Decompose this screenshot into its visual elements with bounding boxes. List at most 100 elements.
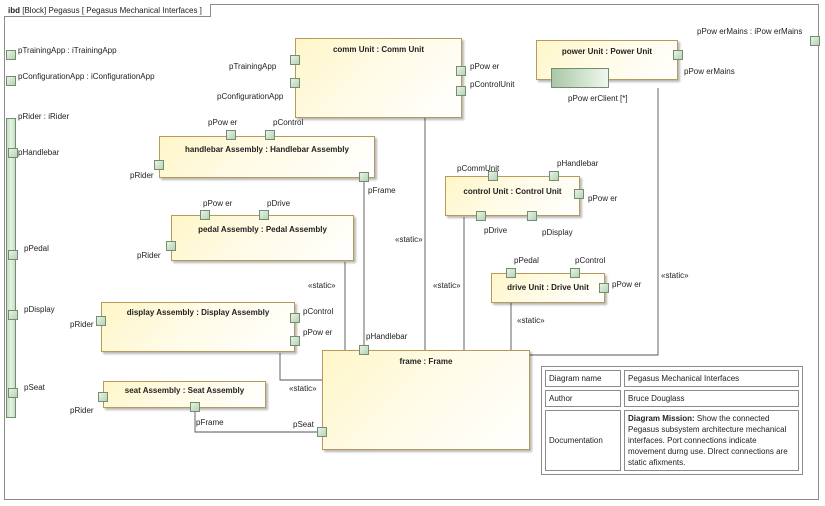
port-pedal-label: pPedal — [24, 244, 49, 253]
port-rider-label: pRider : iRider — [18, 112, 70, 121]
connector-power-frame — [530, 88, 659, 356]
display-port-power[interactable] — [290, 336, 300, 346]
handlebar-port-power-label: pPow er — [208, 118, 238, 127]
block-seat-assembly-title: seat Assembly : Seat Assembly — [124, 386, 245, 395]
comm-port-power-label: pPow er — [470, 62, 500, 71]
block-drive-unit[interactable]: drive Unit : Drive Unit — [491, 273, 605, 303]
handlebar-port-frame-label: pFrame — [368, 186, 396, 195]
documentation-text: Show the connected Pegasus subsystem arc… — [628, 414, 788, 467]
display-port-control[interactable] — [290, 313, 300, 323]
drive-port-pedal[interactable] — [506, 268, 516, 278]
handlebar-port-frame[interactable] — [359, 172, 369, 182]
display-port-rider-label: pRider — [70, 320, 94, 329]
static-label-control: «static» — [433, 281, 461, 290]
port-display-label: pDisplay — [24, 305, 55, 314]
power-port-client[interactable] — [551, 68, 609, 88]
display-port-power-label: pPow er — [303, 328, 333, 337]
static-label-comm: «static» — [395, 235, 423, 244]
diagram-frame-header: ibd [Block] Pegasus [ Pegasus Mechanical… — [4, 4, 211, 17]
info-row-documentation: Documentation Diagram Mission: Show the … — [545, 410, 799, 471]
control-port-drive[interactable] — [476, 211, 486, 221]
comm-port-training-app-label: pTrainingApp — [229, 62, 277, 71]
control-port-power-label: pPow er — [588, 194, 618, 203]
info-key-name: Diagram name — [545, 370, 621, 387]
block-control-unit[interactable]: control Unit : Control Unit — [445, 176, 580, 216]
handlebar-port-rider[interactable] — [154, 160, 164, 170]
pedal-port-power[interactable] — [200, 210, 210, 220]
info-value-documentation: Diagram Mission: Show the connected Pega… — [624, 410, 799, 471]
port-seat[interactable] — [8, 388, 18, 398]
block-comm-unit[interactable]: comm Unit : Comm Unit — [295, 38, 462, 118]
info-row-author: Author Bruce Douglass — [545, 390, 799, 407]
control-port-handlebar-label: pHandlebar — [557, 159, 599, 168]
port-power-mains[interactable] — [810, 36, 820, 46]
static-label-drive: «static» — [517, 316, 545, 325]
port-configuration-app[interactable] — [6, 76, 16, 86]
info-value-author: Bruce Douglass — [624, 390, 799, 407]
drive-port-pedal-label: pPedal — [514, 256, 539, 265]
handlebar-port-control[interactable] — [265, 130, 275, 140]
frame-port-seat[interactable] — [317, 427, 327, 437]
comm-port-control-unit[interactable] — [456, 86, 466, 96]
power-port-mains[interactable] — [673, 50, 683, 60]
control-port-drive-label: pDrive — [484, 226, 508, 235]
pedal-port-drive-label: pDrive — [267, 199, 291, 208]
comm-port-training-app[interactable] — [290, 55, 300, 65]
block-pedal-assembly[interactable]: pedal Assembly : Pedal Assembly — [171, 215, 354, 261]
block-display-assembly-title: display Assembly : Display Assembly — [126, 308, 270, 317]
port-training-app[interactable] — [6, 50, 16, 60]
diagram-frame — [4, 4, 819, 500]
port-configuration-app-label: pConfigurationApp : iConfigurationApp — [18, 72, 155, 81]
port-pedal[interactable] — [8, 250, 18, 260]
comm-port-configuration-app-label: pConfigurationApp — [217, 92, 284, 101]
info-key-author: Author — [545, 390, 621, 407]
diagram-kind: ibd — [8, 6, 20, 15]
static-label-display: «static» — [289, 384, 317, 393]
block-frame-title: frame : Frame — [399, 357, 453, 366]
display-port-control-label: pControl — [303, 307, 334, 316]
static-label-pedal: «static» — [308, 281, 336, 290]
drive-port-control-label: pControl — [575, 256, 606, 265]
port-handlebar-label: pHandlebar — [18, 148, 60, 157]
drive-port-control[interactable] — [570, 268, 580, 278]
comm-port-control-unit-label: pControlUnit — [470, 80, 515, 89]
comm-port-configuration-app[interactable] — [290, 78, 300, 88]
info-row-name: Diagram name Pegasus Mechanical Interfac… — [545, 370, 799, 387]
block-display-assembly[interactable]: display Assembly : Display Assembly — [101, 302, 295, 352]
port-power-mains-label: pPow erMains : iPow erMains — [697, 27, 803, 36]
control-port-display-label: pDisplay — [542, 228, 573, 237]
seat-port-rider[interactable] — [98, 392, 108, 402]
block-frame[interactable]: frame : Frame — [322, 350, 530, 450]
connector-seat-frame — [194, 412, 322, 433]
block-drive-unit-title: drive Unit : Drive Unit — [507, 283, 589, 292]
static-label-power: «static» — [661, 271, 689, 280]
info-key-documentation: Documentation — [545, 410, 621, 471]
block-seat-assembly[interactable]: seat Assembly : Seat Assembly — [103, 381, 266, 408]
control-port-comm-unit[interactable] — [488, 171, 498, 181]
power-port-client-label: pPow erClient [*] — [568, 94, 628, 103]
drive-port-power[interactable] — [599, 283, 609, 293]
display-port-rider[interactable] — [96, 316, 106, 326]
handlebar-port-power[interactable] — [226, 130, 236, 140]
diagram-info-table: Diagram name Pegasus Mechanical Interfac… — [541, 366, 803, 475]
port-handlebar[interactable] — [8, 148, 18, 158]
control-port-display[interactable] — [527, 211, 537, 221]
rider-port-rail[interactable] — [6, 118, 16, 418]
block-handlebar-assembly[interactable]: handlebar Assembly : Handlebar Assembly — [159, 136, 375, 178]
block-pedal-assembly-title: pedal Assembly : Pedal Assembly — [198, 225, 327, 234]
port-seat-label: pSeat — [24, 383, 45, 392]
diagram-context: [Block] Pegasus [ Pegasus Mechanical Int… — [22, 6, 202, 15]
port-display[interactable] — [8, 310, 18, 320]
seat-port-frame[interactable] — [190, 402, 200, 412]
port-training-app-label: pTrainingApp : iTrainingApp — [18, 46, 117, 55]
control-port-handlebar[interactable] — [549, 171, 559, 181]
drive-port-power-label: pPow er — [612, 280, 642, 289]
comm-port-power[interactable] — [456, 66, 466, 76]
pedal-port-drive[interactable] — [259, 210, 269, 220]
pedal-port-rider[interactable] — [166, 241, 176, 251]
control-port-power[interactable] — [574, 189, 584, 199]
info-value-name: Pegasus Mechanical Interfaces — [624, 370, 799, 387]
block-handlebar-assembly-title: handlebar Assembly : Handlebar Assembly — [185, 145, 349, 154]
frame-port-handlebar[interactable] — [359, 345, 369, 355]
